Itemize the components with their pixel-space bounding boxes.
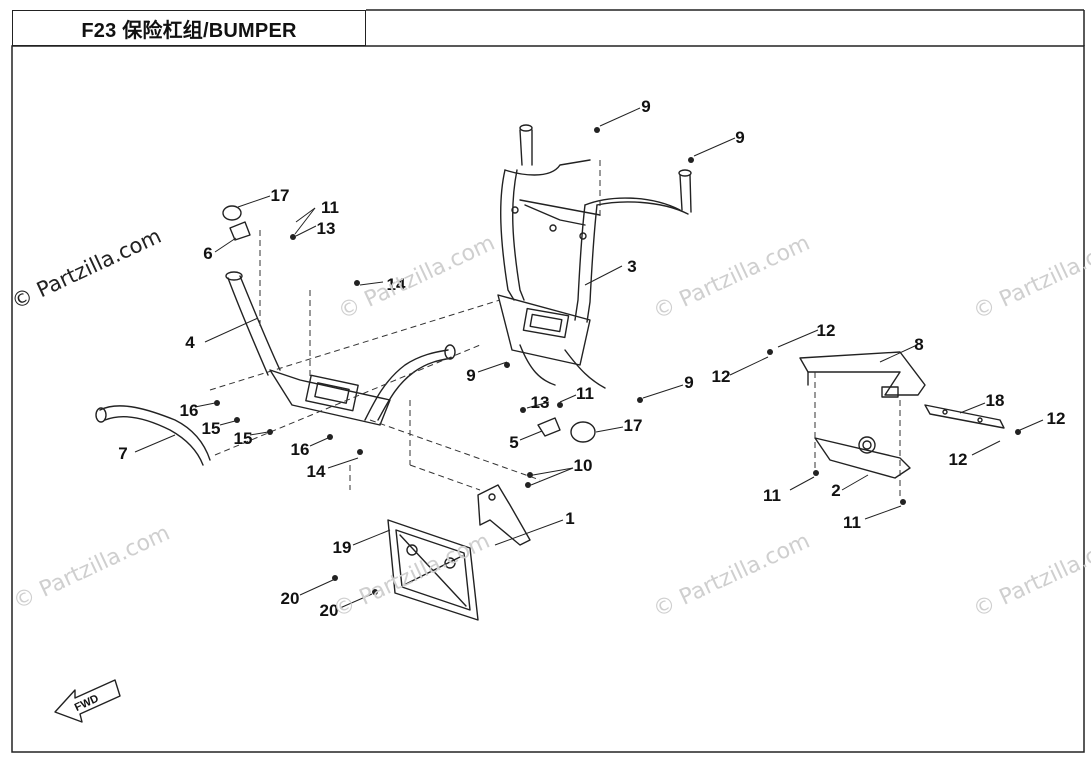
callout-11: 11: [763, 486, 781, 505]
callout-17: 17: [271, 186, 290, 205]
callout-9: 9: [735, 128, 744, 147]
callout-7: 7: [118, 444, 127, 463]
callout-11: 11: [321, 198, 339, 217]
callout-10: 10: [574, 456, 593, 475]
end-cap-right: [570, 421, 596, 443]
callout-19: 19: [333, 538, 352, 557]
small-bracket: [924, 404, 1005, 429]
title-box: F23 保险杠组/BUMPER: [12, 10, 366, 46]
callout-2: 2: [831, 481, 840, 500]
bracket-6: [229, 221, 251, 241]
license-bracket: [477, 484, 531, 546]
callout-18: 18: [986, 391, 1005, 410]
callout-20: 20: [320, 601, 339, 620]
tow-hook-plate: [814, 436, 911, 479]
callout-12: 12: [817, 321, 836, 340]
callout-11: 11: [576, 384, 594, 403]
callout-12: 12: [1047, 409, 1066, 428]
callout-16: 16: [291, 440, 310, 459]
callout-13: 13: [531, 393, 550, 412]
callout-9: 9: [641, 97, 650, 116]
end-cap-left: [222, 205, 242, 221]
callout-3: 3: [627, 257, 636, 276]
upper-bumper-frame: [497, 124, 692, 389]
callout-1: 1: [565, 509, 574, 528]
callout-15: 15: [234, 429, 253, 448]
license-plate: [387, 519, 479, 621]
callout-9: 9: [684, 373, 693, 392]
rear-bumper-bracket: [799, 351, 926, 398]
bracket-5: [537, 417, 561, 437]
front-bumper-assembly: [95, 271, 456, 466]
callout-8: 8: [914, 335, 923, 354]
callout-12: 12: [949, 450, 968, 469]
callout-11: 11: [843, 513, 861, 532]
callout-6: 6: [203, 244, 212, 263]
callout-14: 14: [387, 275, 406, 294]
callout-14: 14: [307, 462, 326, 481]
fwd-arrow-shape: [54, 679, 121, 723]
drawing-frame: [11, 45, 1085, 753]
callout-20: 20: [281, 589, 300, 608]
callout-5: 5: [509, 433, 518, 452]
callout-13: 13: [317, 219, 336, 238]
callout-16: 16: [180, 401, 199, 420]
callout-12: 12: [712, 367, 731, 386]
callout-4: 4: [185, 333, 195, 352]
callout-15: 15: [202, 419, 221, 438]
callout-9: 9: [466, 366, 475, 385]
callout-17: 17: [624, 416, 643, 435]
page-title: F23 保险杠组/BUMPER: [81, 19, 297, 42]
